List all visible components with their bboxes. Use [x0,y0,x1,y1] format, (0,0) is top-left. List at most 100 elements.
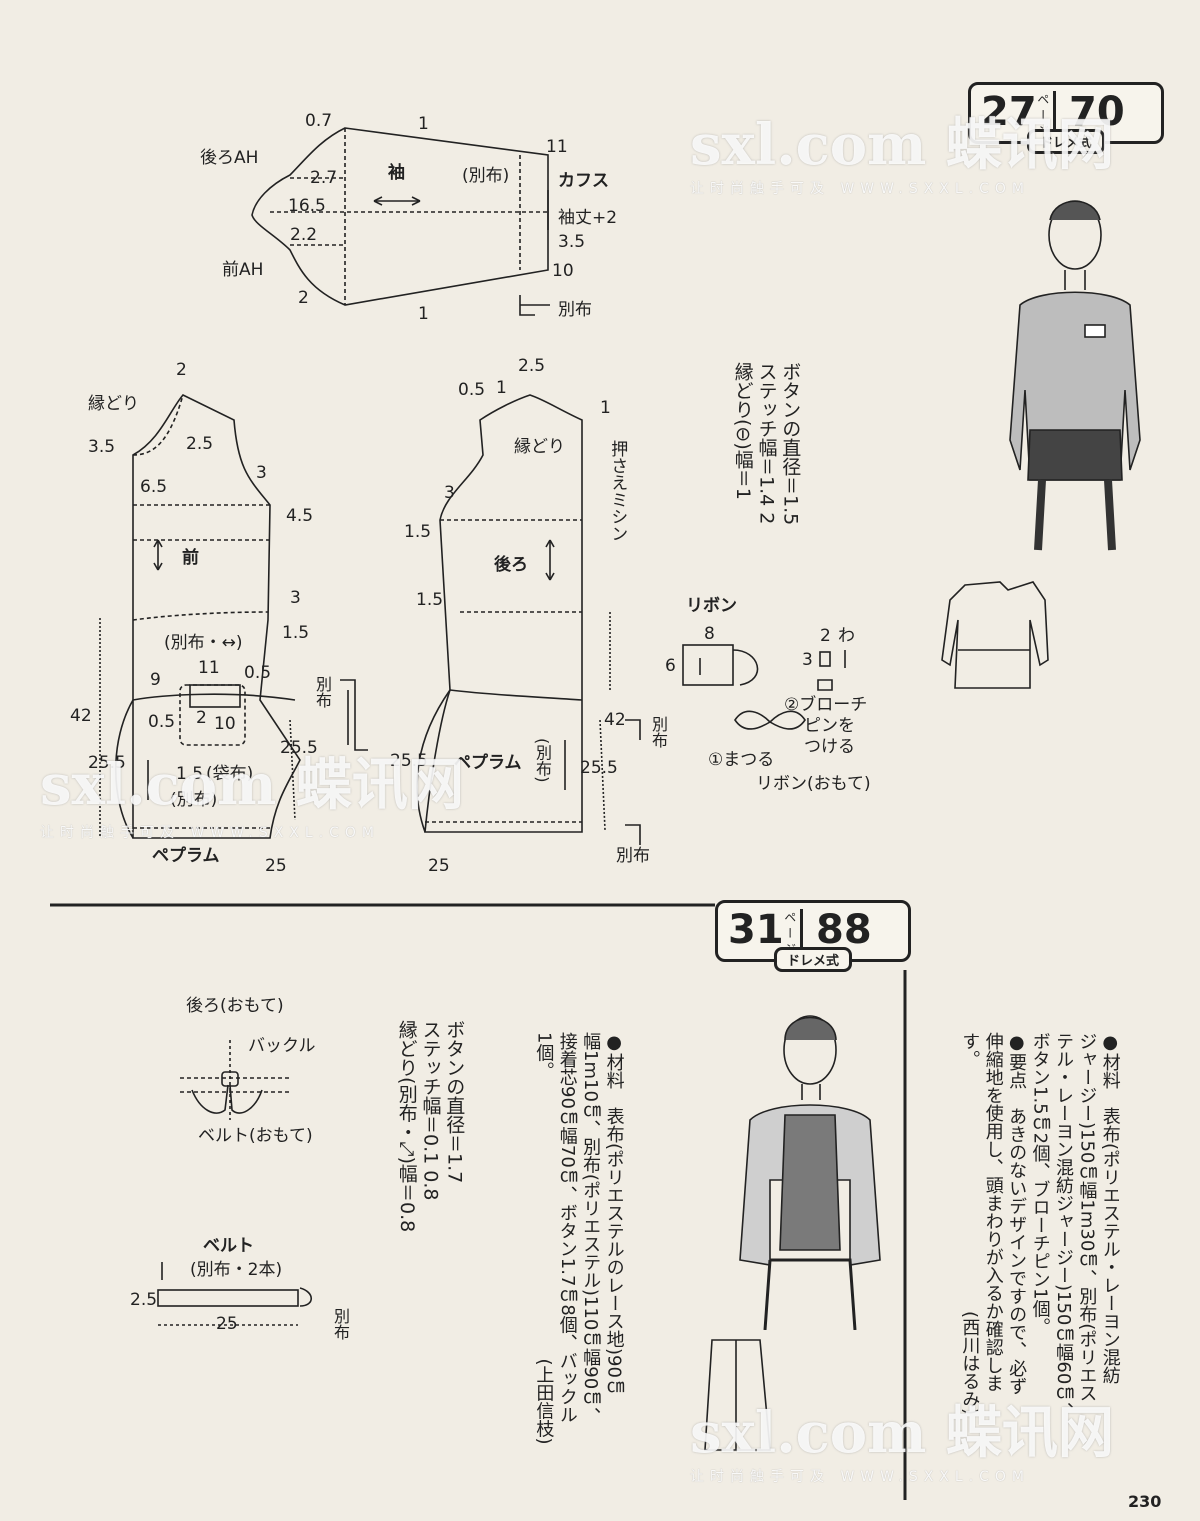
dim-10: 10 [552,261,574,281]
dim-15b: 1.5 [176,764,204,784]
dim-35: 3.5 [558,232,586,252]
label-binding: 縁どり [88,394,139,414]
dim-25: 2.5 [130,1290,158,1310]
dim-6: 6 [665,656,676,676]
badge-kana: ペ ー ジ [1035,93,1050,137]
label-back-face: 後ろ(おもて) [186,996,284,1016]
label-separate-cloth: 別布 [558,300,592,320]
dim-255a: 25.5 [88,753,126,773]
dim-255a: 25.5 [390,751,428,771]
label-binding: 縁どり [514,437,565,457]
label-back-armhole: 後ろAH [200,148,259,168]
badge-right-number: 70 [1069,89,1125,135]
watermark-brand: sxl.com 蝶讯网 [690,112,1114,178]
dim-165: 16.5 [288,196,326,216]
watermark-sub: 让时尚触手可及 WWW.SXXL.COM [690,1469,1031,1485]
materials-line: ●材料 表布(ポリエステル・レーヨン混紡 [1099,1032,1121,1385]
materials-line: ボタン1.5㎝2個、ブローチピン1個。 [1029,1032,1051,1336]
note-button-diameter: ボタンの直径＝1.5 [779,362,802,526]
dim-42: 42 [604,710,626,730]
back-pattern [416,394,641,845]
materials-line: テル・レーヨン混紡ジャージー)150㎝幅60㎝、 [1052,1032,1074,1421]
label-buckle: バックル [248,1036,316,1056]
label-peplum: ペプラム [152,846,220,866]
belt-title: ベルト [203,1236,254,1256]
label-separate-arrow: (別布・↔) [164,633,243,653]
label-press-stitch: 押さえミシン [607,440,628,542]
watermark-sub: 让时尚触手可及 WWW.SXXL.COM [40,825,381,841]
dim-42: 42 [70,706,92,726]
key-points-line: す。 (西川はるみ) [959,1032,981,1416]
label-sleeve: 袖 [388,163,405,183]
dim-2: 2 [298,288,309,308]
key-points-line: 伸縮地を使用し、頭まわりが入るか確認しま [982,1032,1004,1392]
label-front: 前 [182,548,199,568]
dim-3: 3 [444,483,455,503]
label-separate-two: (別布・2本) [190,1260,283,1280]
label-separate-bottom: 別布 [616,846,650,866]
label-separate-side: 別布 [649,716,668,748]
dim-1: 1 [496,378,507,398]
page-badge-31: 31 ペ ー ジ 88 ドレメ式 [715,900,911,972]
label-peplum: ペプラム [454,753,522,773]
dim-1-top: 1 [418,114,429,134]
key-points-line: ●要点 あきのないデザインですので、必ず [1006,1032,1028,1395]
dim-8: 8 [704,624,715,644]
label-pocket-cloth: (袋布) [206,764,254,784]
note-binding-width: 縁どり(別布・⤢)幅＝0.8 [395,1020,418,1233]
ribbon-title: リボン [686,596,737,616]
dim-3b: 3 [290,588,301,608]
watermark-brand: sxl.com 蝶讯网 [690,1400,1114,1466]
note-binding-width: 縁どり(⊖)幅＝1 [731,362,754,500]
dim-25b: 25 [428,856,450,876]
dim-2: 2 [820,626,831,646]
dim-3: 3 [256,463,267,483]
front-pattern [99,394,368,839]
note-stitch-width: ステッチ幅＝1.4 2 [755,362,778,525]
dim-25b: 25 [216,1314,238,1334]
page-number: 230 [1128,1492,1162,1511]
note-button-diameter: ボタンの直径＝1.7 [443,1020,466,1184]
badge-divider [1053,91,1056,135]
dim-35: 3.5 [88,437,116,457]
badge-style-label: ドレメ式 [1026,129,1106,154]
materials-line: 接着芯90㎝幅70㎝、ボタン1.7㎝8個、バックル [556,1032,578,1424]
dim-255b: 25.5 [580,758,618,778]
label-cuff: カフス [558,171,609,191]
dim-255b: 25.5 [280,738,318,758]
label-separate-side: 別布 [331,1308,350,1340]
step-hem: ①まつる [708,750,775,770]
model-illustration-27 [1009,200,1141,551]
dim-07: 0.7 [305,111,333,131]
badge-left-number: 27 [981,89,1037,135]
dim-27: 2.7 [310,168,338,188]
materials-line: ●材料 表布(ポリエステルのレース地)90㎝ [603,1032,625,1396]
dim-25: 2.5 [518,356,546,376]
materials-31: ●材料 表布(ポリエステルのレース地)90㎝ 幅1m10㎝、別布(ポリエステル)… [532,1032,626,1445]
label-fold: わ [838,626,855,646]
label-separate-side: 別布 [313,676,332,708]
model-illustration-31 [739,1015,881,1330]
label-separate-cloth: (別布) [533,738,552,783]
dim-15: 1.5 [282,623,310,643]
dim-25: 2.5 [186,434,214,454]
materials-line: 1個。 (上田信枝) [533,1032,555,1445]
dim-1b: 1 [600,398,611,418]
dim-25b: 25 [265,856,287,876]
dim-05a: 0.5 [244,663,272,683]
dim-45: 4.5 [286,506,314,526]
materials-27: ●材料 表布(ポリエステル・レーヨン混紡 ジャージー)150㎝幅1m30㎝、別布… [958,1032,1122,1420]
materials-line: ジャージー)150㎝幅1m30㎝、別布(ポリエス [1076,1032,1098,1403]
dim-1-bottom: 1 [418,304,429,324]
label-back: 後ろ [494,555,528,575]
label-belt-face: ベルト(おもて) [198,1126,313,1146]
dim-2b: 2 [196,708,207,728]
watermark-brand: sxl.com 蝶讯网 [40,752,464,818]
dim-15: 1.5 [404,522,432,542]
badge-divider [800,909,803,953]
dim-2: 2 [176,360,187,380]
notes-31-vertical: ボタンの直径＝1.7 ステッチ幅＝0.1 0.8 縁どり(別布・⤢)幅＝0.8 [394,1020,466,1233]
badge-left-number: 31 [728,907,784,953]
label-ribbon-face: リボン(おもて) [756,774,871,794]
